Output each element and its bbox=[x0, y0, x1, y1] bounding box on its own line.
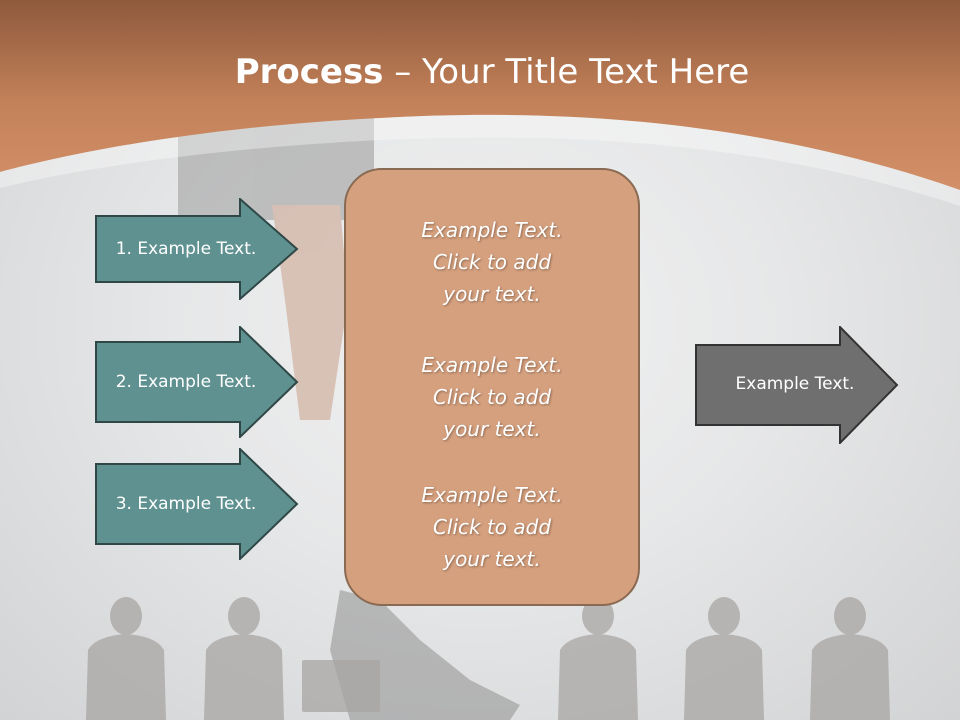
slide-title: Process – Your Title Text Here bbox=[0, 52, 960, 92]
arrow-shape-3 bbox=[95, 448, 299, 560]
arrow-shape-1 bbox=[95, 198, 299, 300]
center-text-box[interactable]: Example Text. Click to add your text. Ex… bbox=[344, 168, 640, 606]
center-text-block-2: Example Text. Click to add your text. bbox=[346, 349, 638, 445]
center-text-line: Example Text. bbox=[421, 483, 563, 507]
center-text-line: your text. bbox=[443, 547, 541, 571]
arrow-shape-2 bbox=[95, 326, 299, 438]
step-arrow-1-label[interactable]: 1. Example Text. bbox=[115, 239, 257, 259]
step-arrow-3-label[interactable]: 3. Example Text. bbox=[115, 494, 257, 514]
center-text-line: Click to add bbox=[432, 385, 552, 409]
header-band bbox=[0, 0, 960, 190]
person-silhouette bbox=[558, 597, 638, 720]
center-text-block-3: Example Text. Click to add your text. bbox=[346, 479, 638, 575]
person-silhouette bbox=[810, 597, 890, 720]
center-text-line: your text. bbox=[443, 417, 541, 441]
step-arrow-2-label[interactable]: 2. Example Text. bbox=[115, 372, 257, 392]
center-text-line: Example Text. bbox=[421, 218, 563, 242]
briefcase bbox=[302, 660, 380, 712]
output-arrow-label[interactable]: Example Text. bbox=[735, 374, 855, 394]
center-text-line: Click to add bbox=[432, 515, 552, 539]
person-silhouette bbox=[86, 597, 166, 720]
title-bold: Process bbox=[234, 52, 384, 92]
header-swoosh bbox=[0, 114, 960, 206]
arrow-shape-output bbox=[695, 326, 899, 444]
person-silhouette bbox=[204, 597, 284, 720]
center-text-line: Click to add bbox=[432, 250, 552, 274]
center-text-line: your text. bbox=[443, 282, 541, 306]
title-rest: – Your Title Text Here bbox=[383, 52, 750, 92]
person-silhouette bbox=[684, 597, 764, 720]
center-text-block-1: Example Text. Click to add your text. bbox=[346, 214, 638, 310]
people-silhouettes bbox=[86, 597, 890, 720]
center-text-line: Example Text. bbox=[421, 353, 563, 377]
